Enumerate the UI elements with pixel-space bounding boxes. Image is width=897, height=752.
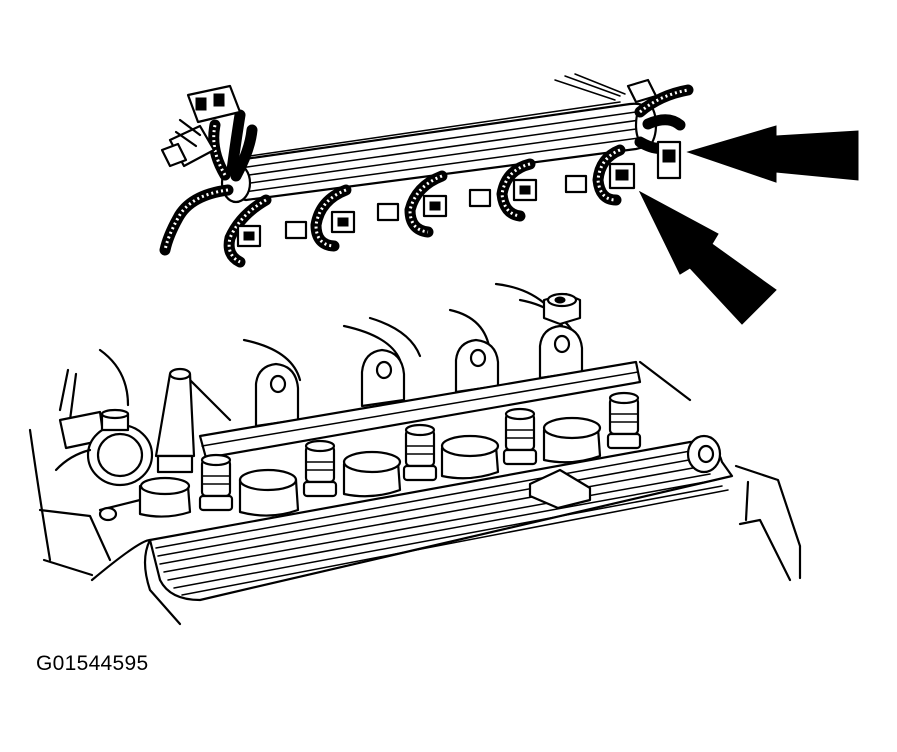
fuel-injector-3 xyxy=(402,423,500,482)
fuel-rail xyxy=(198,360,642,460)
harness-pigtail-5 xyxy=(592,144,636,206)
fuel-injectors xyxy=(138,391,642,518)
fuel-injector-6 xyxy=(138,476,192,518)
engine-block xyxy=(28,282,802,626)
callout-arrow-upper xyxy=(686,125,859,183)
harness-right-loom xyxy=(554,73,694,131)
fuel-injector-5 xyxy=(606,391,642,450)
valve-cover xyxy=(90,434,734,626)
callout-arrow-lower xyxy=(638,190,777,325)
harness-pigtail-1 xyxy=(223,194,308,268)
figure-code: G01544595 xyxy=(36,652,149,675)
right-block-edge xyxy=(638,360,802,582)
vacuum-tube xyxy=(154,367,196,474)
manifold-ears xyxy=(254,324,584,428)
fuel-injector-1 xyxy=(198,453,300,517)
fuel-injector-2 xyxy=(302,439,402,498)
harness-conduit xyxy=(220,101,658,204)
harness-pigtail-3 xyxy=(404,170,492,238)
wiring-harness xyxy=(159,73,694,268)
harness-pigtail-4 xyxy=(496,158,588,222)
injector-connector-5 xyxy=(608,162,636,190)
harness-main-connector xyxy=(160,84,242,168)
harness-pigtail-6 xyxy=(634,136,682,180)
harness-pigtail-2 xyxy=(310,184,400,252)
fuel-injector-4 xyxy=(502,407,602,466)
left-block-edge xyxy=(28,428,142,577)
sensor-boss xyxy=(542,292,582,326)
throttle-body xyxy=(54,368,154,487)
